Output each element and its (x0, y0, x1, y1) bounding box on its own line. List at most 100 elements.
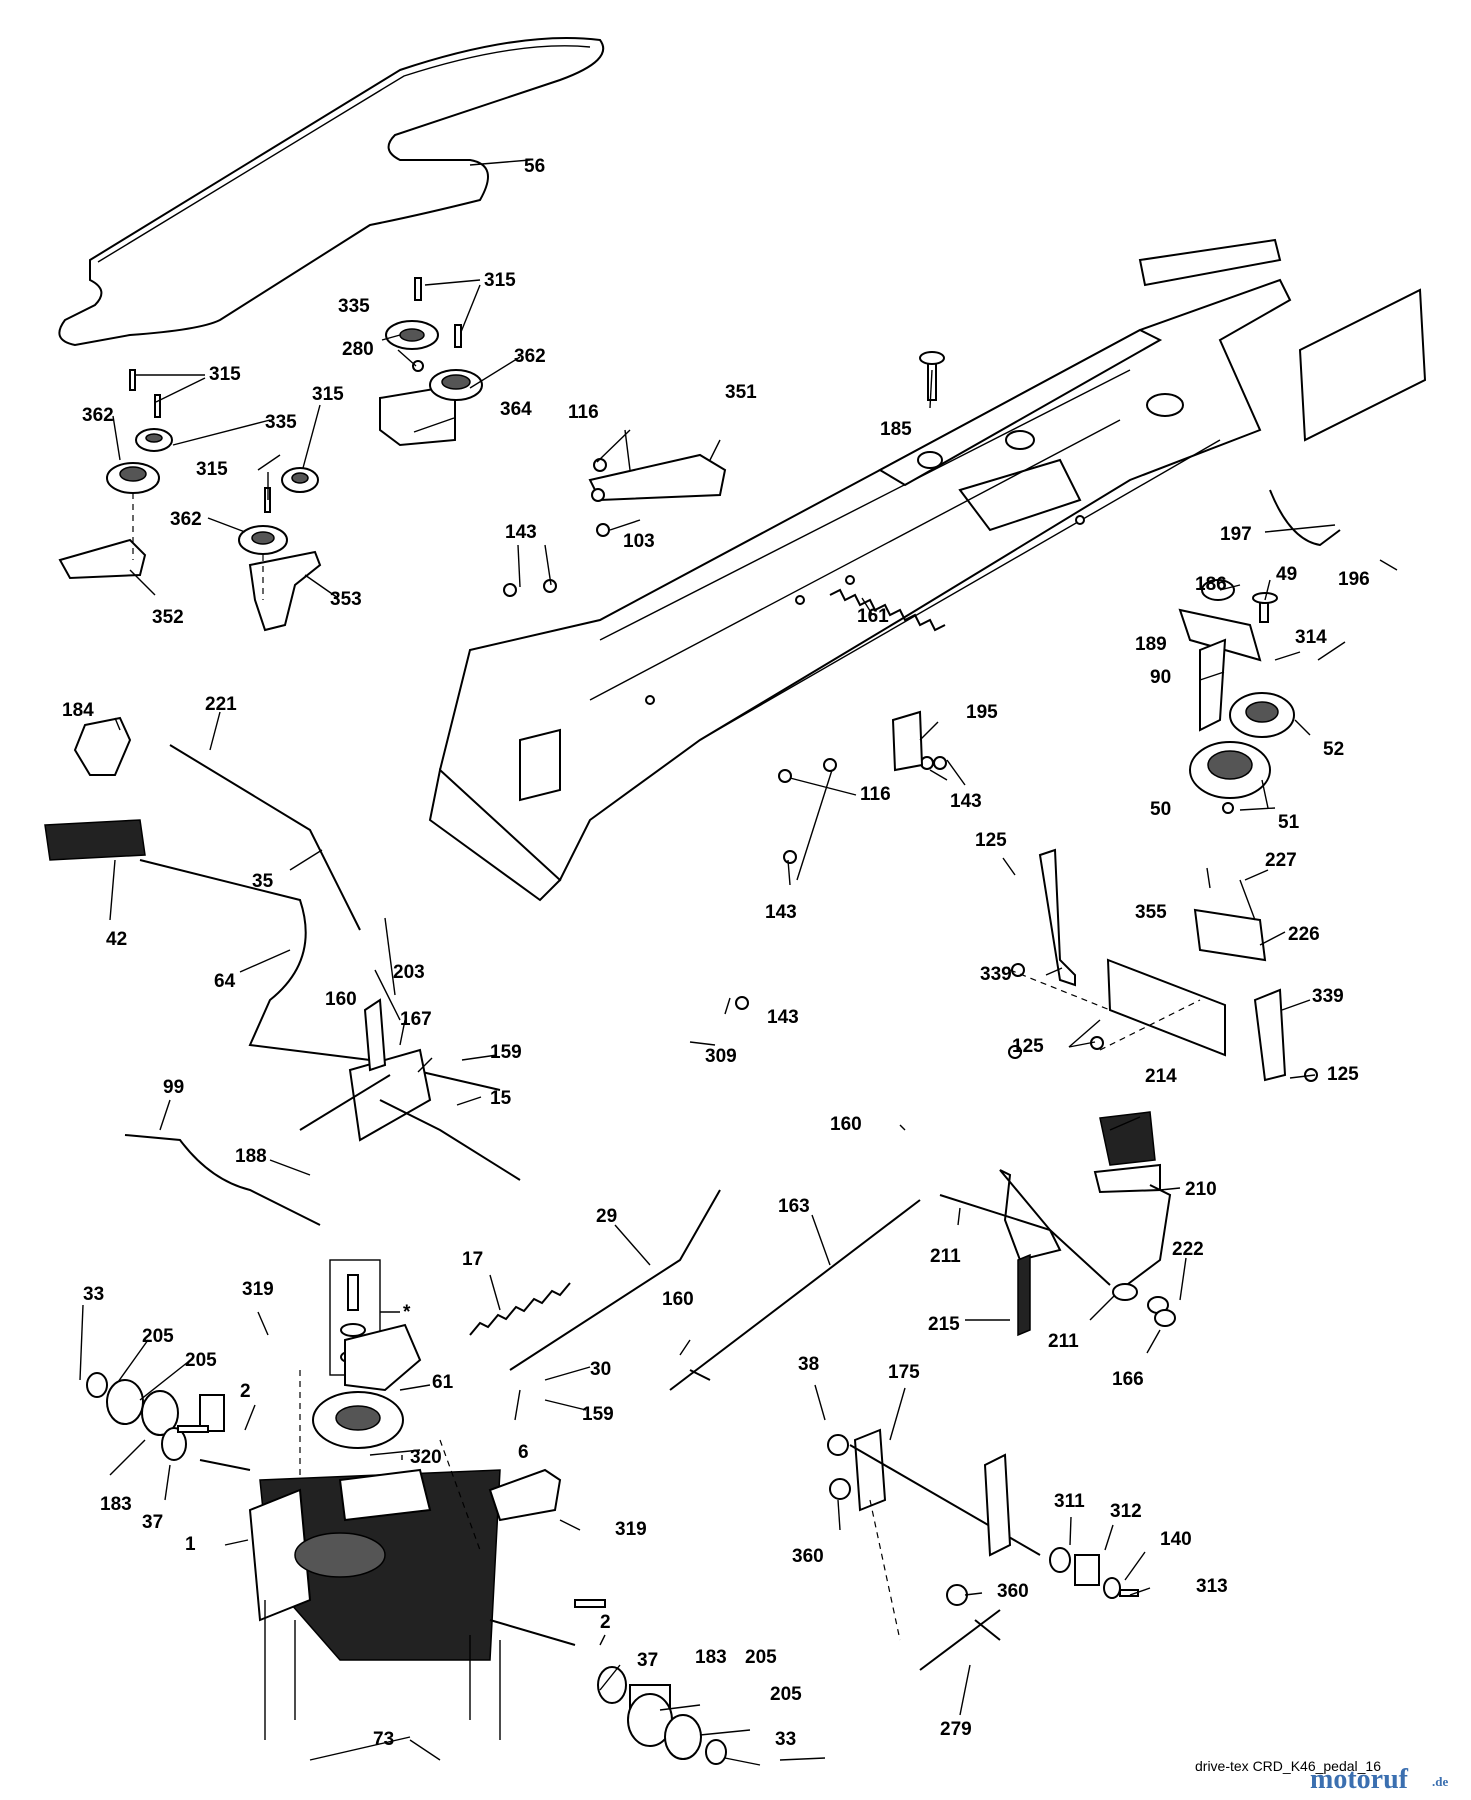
callout-asterisk: * (403, 1302, 411, 1323)
callout-279: 279 (940, 1719, 972, 1740)
brake-pedal-assembly (939, 1111, 1176, 1327)
callout-196: 196 (1338, 569, 1370, 590)
callout-35: 35 (252, 871, 274, 892)
callout-143: 143 (505, 522, 537, 543)
callout-labels: 56 315 335 280 362 364 315 315 362 335 3… (62, 156, 1370, 1750)
callout-2: 2 (600, 1612, 611, 1633)
callout-73: 73 (373, 1729, 394, 1750)
callout-312: 312 (1110, 1501, 1142, 1522)
callout-159: 159 (490, 1042, 522, 1063)
bracket (588, 453, 727, 502)
callout-351: 351 (725, 382, 757, 403)
callout-90: 90 (1150, 667, 1171, 688)
washer-set-right (574, 1599, 727, 1765)
callout-222: 222 (1172, 1239, 1204, 1260)
callout-184: 184 (62, 700, 94, 721)
callout-1: 1 (185, 1534, 196, 1555)
callout-140: 140 (1160, 1529, 1192, 1550)
callout-362: 362 (82, 405, 114, 426)
callout-143: 143 (765, 902, 797, 923)
callout-42: 42 (106, 929, 127, 950)
callout-197: 197 (1220, 524, 1252, 545)
callout-205: 205 (745, 1647, 777, 1668)
callout-364: 364 (500, 399, 532, 420)
callout-315: 315 (196, 459, 228, 480)
callout-37: 37 (142, 1512, 163, 1533)
callout-125: 125 (1327, 1064, 1359, 1085)
washer-set-left (86, 1372, 225, 1461)
callout-159: 159 (582, 1404, 614, 1425)
callout-221: 221 (205, 694, 237, 715)
plate (891, 710, 924, 772)
callout-214: 214 (1145, 1066, 1177, 1087)
callout-189: 189 (1135, 634, 1167, 655)
callout-143: 143 (767, 1007, 799, 1028)
callout-362: 362 (170, 509, 202, 530)
callout-210: 210 (1185, 1179, 1217, 1200)
brake-shaft-assembly (827, 1428, 1139, 1671)
callout-116: 116 (568, 402, 599, 423)
callout-64: 64 (214, 971, 236, 992)
callout-160: 160 (830, 1114, 862, 1135)
callout-339: 339 (1312, 986, 1344, 1007)
callout-205: 205 (142, 1326, 174, 1347)
rod (1269, 489, 1341, 547)
callout-185: 185 (880, 419, 912, 440)
callout-49: 49 (1276, 564, 1297, 585)
extension-spring (829, 588, 946, 632)
callout-61: 61 (432, 1372, 454, 1393)
callout-205: 205 (185, 1350, 217, 1371)
fasteners (503, 458, 1318, 1082)
callout-56: 56 (524, 156, 545, 177)
callout-319: 319 (615, 1519, 647, 1540)
callout-355: 355 (1135, 902, 1167, 923)
callout-183: 183 (695, 1647, 727, 1668)
callout-203: 203 (393, 962, 425, 983)
callout-51: 51 (1278, 812, 1300, 833)
callout-215: 215 (928, 1314, 960, 1335)
mount-bracket-assembly (1009, 848, 1287, 1082)
callout-143: 143 (950, 791, 982, 812)
callout-226: 226 (1288, 924, 1320, 945)
callout-315: 315 (209, 364, 241, 385)
callout-99: 99 (163, 1077, 184, 1098)
callout-280: 280 (342, 339, 374, 360)
callout-163: 163 (778, 1196, 810, 1217)
callout-33: 33 (775, 1729, 796, 1750)
callout-315: 315 (484, 270, 516, 291)
callout-183: 183 (100, 1494, 132, 1515)
shift-lever-assembly (44, 716, 521, 1181)
callout-309: 309 (705, 1046, 737, 1067)
callout-6: 6 (518, 1442, 529, 1463)
callout-353: 353 (330, 589, 362, 610)
callout-166: 166 (1112, 1369, 1144, 1390)
callout-15: 15 (490, 1088, 512, 1109)
rod (669, 1199, 921, 1391)
callout-315: 315 (312, 384, 344, 405)
callout-38: 38 (798, 1354, 819, 1375)
callout-362: 362 (514, 346, 546, 367)
callout-335: 335 (265, 412, 297, 433)
callout-116: 116 (860, 784, 891, 805)
callout-175: 175 (888, 1362, 920, 1383)
callout-50: 50 (1150, 799, 1171, 820)
pulley-assembly-right (1178, 579, 1295, 814)
callout-352: 352 (152, 607, 184, 628)
rod (689, 1369, 711, 1381)
callout-17: 17 (462, 1249, 483, 1270)
callout-211: 211 (1048, 1331, 1079, 1352)
callout-161: 161 (857, 606, 889, 627)
callout-30: 30 (590, 1359, 611, 1380)
tractor-frame (428, 238, 1427, 902)
callout-37: 37 (637, 1650, 658, 1671)
rod (509, 1189, 721, 1371)
callout-125: 125 (1012, 1036, 1044, 1057)
brand-logo-tld: .de (1432, 1774, 1449, 1789)
callout-29: 29 (596, 1206, 617, 1227)
callout-227: 227 (1265, 850, 1297, 871)
drive-belt (58, 37, 605, 347)
callout-2: 2 (240, 1381, 251, 1402)
leader-lines (79, 159, 1398, 1766)
spring (469, 1282, 571, 1336)
